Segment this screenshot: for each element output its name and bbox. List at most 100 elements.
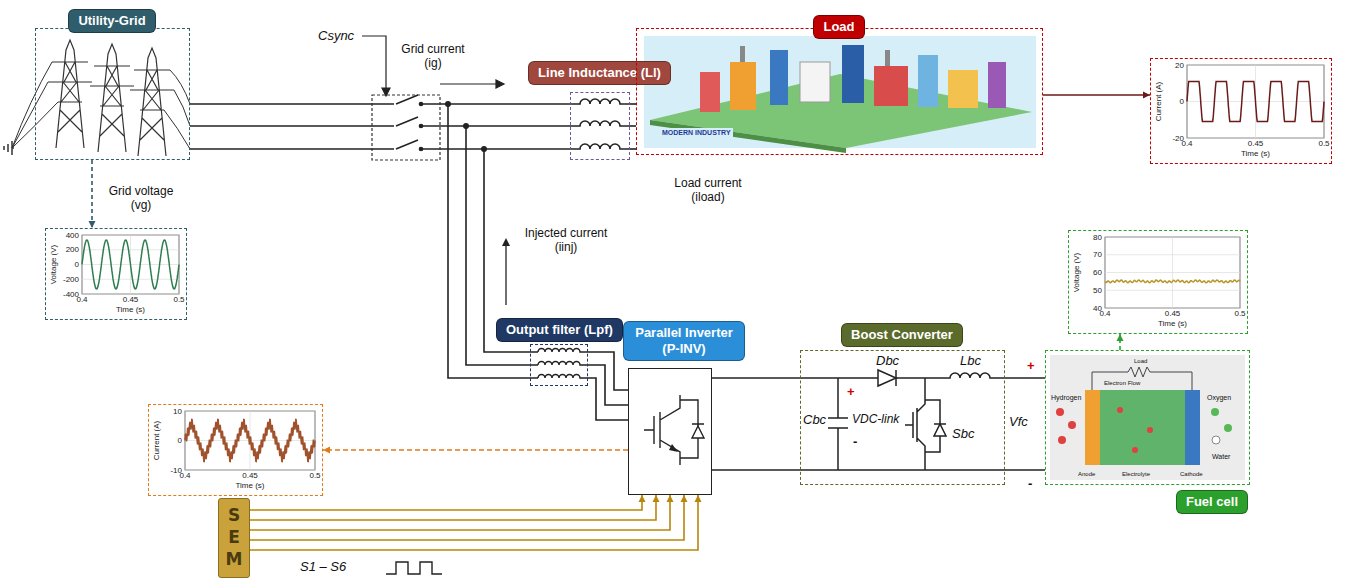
grid-line — [1187, 138, 1324, 139]
tick-label: 70 — [1093, 250, 1102, 259]
connector-line — [1043, 94, 1150, 96]
illustration-text: Load — [1134, 357, 1147, 365]
axis-label: Time (s) — [116, 305, 145, 314]
arrow-head — [695, 495, 702, 502]
tick-label: -200 — [63, 275, 79, 284]
grid-line — [185, 411, 315, 412]
tick-label: 60 — [1093, 268, 1102, 277]
signal-name: Injected current (iinj) — [516, 226, 616, 254]
tick-label: 0 — [1180, 97, 1184, 106]
illustration-text: Anode — [1078, 470, 1095, 478]
line-inductance-box: Line Inductance (Ll) — [570, 92, 630, 160]
grid-line — [1105, 308, 1240, 309]
connector — [712, 378, 800, 470]
connector — [323, 447, 628, 454]
title-badge: Output filter (Lpf) — [496, 318, 623, 342]
tick-label: 80 — [1093, 233, 1102, 242]
illustration-text: Electrolyte — [1122, 470, 1150, 478]
junction-dots — [445, 101, 487, 152]
plot-frame — [185, 411, 315, 470]
title-badge: Parallel Inverter (P-INV) — [623, 321, 745, 361]
signal-name: S1 – S6 — [300, 559, 346, 574]
connector-line — [250, 495, 670, 530]
switch-leader — [362, 36, 504, 96]
signal-name: Grid voltage (vg) — [100, 184, 182, 212]
component-name: Lbc — [960, 353, 981, 368]
arrow-head — [653, 495, 660, 502]
connector-line — [91, 160, 93, 228]
connector — [1043, 92, 1150, 99]
illustration-text: Electron Flow — [1104, 379, 1140, 387]
illustration-text: Hydrogen — [1051, 393, 1081, 402]
tick-label: 0.4 — [76, 295, 87, 304]
grid-line — [82, 235, 179, 236]
sem-controller: S E M — [218, 498, 250, 578]
grid-line — [1105, 272, 1240, 273]
grid-line — [1105, 254, 1240, 255]
tick-label: 0 — [178, 436, 182, 445]
connector-line — [190, 148, 570, 150]
grid-voltage-plot: 4002000-200-400Voltage (V)0.40.450.5Time… — [45, 228, 187, 320]
tick-label: 400 — [66, 231, 79, 240]
waveform — [185, 419, 315, 461]
grid-line — [82, 294, 179, 295]
grid-line — [1105, 290, 1240, 291]
tick-label: 200 — [66, 245, 79, 254]
sync-switches — [394, 95, 423, 153]
arrow-head — [89, 221, 96, 228]
output-filter-box: Output filter (Lpf) — [530, 344, 588, 386]
inverter-box: Parallel Inverter (P-INV) — [628, 368, 712, 495]
plot-axes — [1151, 59, 1330, 162]
connector-line — [190, 103, 570, 105]
grid-line — [1187, 65, 1324, 66]
connector-line — [250, 495, 698, 550]
tower-wires — [12, 62, 190, 149]
ground-symbol — [4, 141, 14, 155]
signal-name: Load current (iload) — [658, 176, 758, 204]
plot-frame — [1187, 65, 1324, 138]
polarity-sign: - — [853, 434, 857, 449]
connector-line — [712, 377, 800, 379]
fuel-cell-voltage-plot: 8070605040Voltage (V)0.40.450.5Time (s) — [1068, 230, 1248, 334]
tick-label: 0.5 — [309, 471, 320, 480]
axis-label: Time (s) — [1241, 149, 1270, 158]
tick-label: 0.5 — [173, 295, 184, 304]
switch-name: Csync — [318, 28, 354, 43]
connector-line — [190, 125, 570, 127]
utility-grid-panel: Utility-Grid — [35, 28, 190, 160]
switching-pulse — [386, 562, 442, 574]
voltage-name: VDC-link — [852, 412, 899, 426]
waveform — [82, 240, 179, 289]
connector-line — [712, 469, 800, 471]
illustration-text: Water — [1212, 452, 1230, 461]
plot-frame — [1105, 237, 1240, 308]
connector — [588, 352, 628, 420]
tick-label: 0.4 — [1181, 139, 1192, 148]
tick-label: 0.45 — [123, 295, 139, 304]
arrow-head — [681, 495, 688, 502]
filter-coils — [538, 349, 588, 378]
connector-line — [588, 365, 628, 405]
connector-line — [588, 378, 628, 420]
component-name: Cbc — [803, 412, 826, 427]
inverter-igbt — [644, 395, 704, 465]
arrow-head — [639, 495, 646, 502]
arrow-head — [1117, 334, 1124, 341]
tick-label: 0.5 — [1234, 309, 1245, 318]
injected-current-arrow — [502, 238, 510, 305]
plot-frame — [82, 235, 179, 294]
tick-label: 20 — [1175, 61, 1184, 70]
illustration-text: Oxygen — [1207, 393, 1231, 402]
axis-label: Current (A) — [1155, 82, 1164, 122]
waveform — [1187, 81, 1324, 121]
title-badge: Utility-Grid — [68, 9, 155, 33]
title-badge: Load — [813, 15, 864, 39]
grid-line — [82, 249, 179, 250]
plot-axes — [149, 405, 321, 494]
fuel-cell-box: Fuel cell — [1045, 350, 1250, 485]
tick-label: 0.45 — [1165, 309, 1181, 318]
tick-label: 50 — [1093, 286, 1102, 295]
fuel-cell-illustration — [1050, 355, 1245, 480]
boost-converter-box: Boost Converter — [800, 350, 1005, 485]
